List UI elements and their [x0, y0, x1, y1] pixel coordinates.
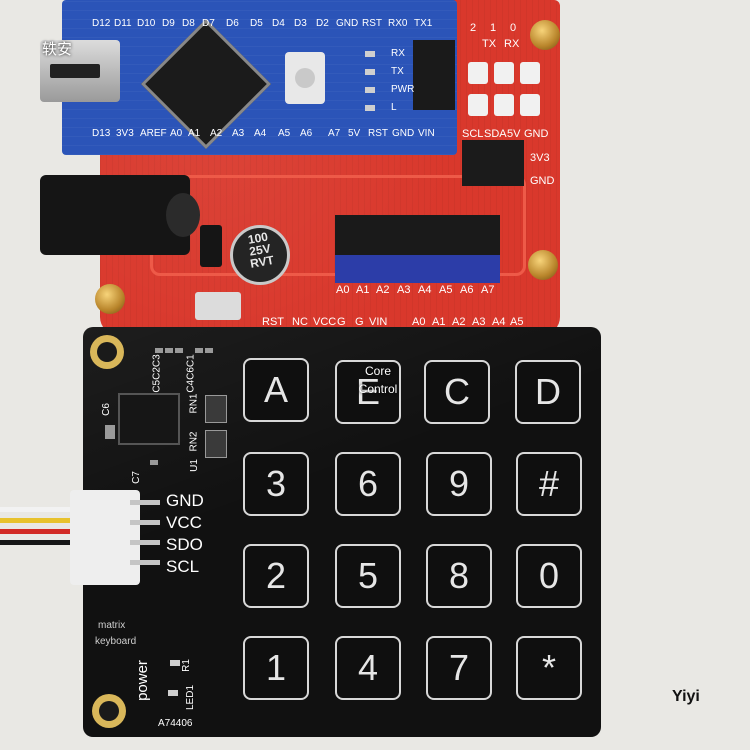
key-a[interactable]: A	[243, 358, 309, 422]
key-5[interactable]: 5	[335, 544, 401, 608]
shield-label-d0: 0	[510, 22, 517, 34]
four-pin-connector[interactable]	[70, 490, 140, 585]
pin-label-scl: SCL	[166, 557, 200, 576]
key-6[interactable]: 6	[335, 452, 401, 516]
label-c4c6c1: C4C6C1	[185, 354, 197, 393]
shield-vcc-header	[335, 255, 500, 283]
nano-reset-button[interactable]	[285, 52, 325, 104]
shield-label-gnd-side: GND	[530, 175, 555, 187]
shield-signal-header	[335, 215, 500, 255]
connector-pin	[130, 540, 160, 545]
connector-pin	[130, 560, 160, 565]
shield-label-d2: 2	[470, 22, 477, 34]
shield-power-header	[462, 140, 524, 186]
shield-label-scl: SCL	[462, 128, 484, 140]
brass-standoff	[95, 284, 125, 314]
mounting-hole	[92, 694, 126, 728]
board-title-line2: keyboard	[95, 636, 137, 647]
label-led1: LED1	[185, 684, 197, 711]
wire-red	[0, 529, 75, 534]
mini-usb-port	[40, 40, 120, 102]
key-4[interactable]: 4	[335, 636, 401, 700]
label-c7: C7	[130, 471, 142, 484]
connector-pin	[130, 520, 160, 525]
key-1[interactable]: 1	[243, 636, 309, 700]
label-rn1: RN1	[188, 393, 200, 414]
key-d[interactable]: D	[515, 360, 581, 424]
core-control-label: Core Control	[358, 364, 398, 396]
voltage-regulator	[200, 225, 222, 267]
watermark-top-left: 轶安	[42, 41, 73, 58]
pin-label-vcc: VCC	[166, 513, 202, 532]
pin-label-gnd: GND	[166, 491, 204, 510]
key-0[interactable]: 0	[516, 544, 582, 608]
electrolytic-capacitor	[230, 225, 290, 285]
board-title-line1: matrix	[98, 620, 126, 631]
shield-label-gnd: GND	[524, 128, 549, 140]
mounting-hole	[90, 335, 124, 369]
keypad-controller-chip	[120, 395, 178, 443]
shield-label-tx: TX	[482, 38, 497, 50]
power-led-resistor	[170, 660, 180, 666]
key-c[interactable]: C	[424, 360, 490, 424]
power-led	[168, 690, 178, 696]
label-c5c2c3: C5C2C3	[151, 354, 163, 393]
resistor-array-rn2	[205, 430, 227, 458]
isp-header	[413, 40, 455, 110]
connector-pin	[130, 500, 160, 505]
brass-standoff	[530, 20, 560, 50]
shield-label-5v: 5V	[507, 128, 521, 140]
shield-label-3v3: 3V3	[530, 152, 550, 164]
wire-white	[0, 507, 75, 512]
shield-reset-button[interactable]	[195, 292, 241, 320]
key-8[interactable]: 8	[426, 544, 492, 608]
wire-black	[0, 540, 75, 545]
board-model: A74406	[158, 718, 193, 729]
key-9[interactable]: 9	[426, 452, 492, 516]
wire-yellow	[0, 518, 75, 523]
brass-standoff	[528, 250, 558, 280]
key-hash[interactable]: #	[516, 452, 582, 516]
watermark-bottom-right: Yiyi	[672, 688, 700, 705]
label-c6: C6	[100, 403, 112, 416]
key-7[interactable]: 7	[426, 636, 492, 700]
label-u1: U1	[188, 459, 200, 472]
dc-power-jack	[40, 175, 200, 255]
key-3[interactable]: 3	[243, 452, 309, 516]
key-2[interactable]: 2	[243, 544, 309, 608]
shield-label-d1: 1	[490, 22, 497, 34]
label-r1: R1	[180, 659, 192, 672]
label-rn2: RN2	[188, 431, 200, 452]
shield-label-sda: SDA	[484, 128, 507, 140]
power-label: power	[133, 660, 151, 701]
key-e[interactable]: E	[335, 360, 401, 424]
resistor-array-rn1	[205, 395, 227, 423]
pin-label-sdo: SDO	[166, 535, 203, 554]
shield-label-rx: RX	[504, 38, 520, 50]
key-star[interactable]: *	[516, 636, 582, 700]
